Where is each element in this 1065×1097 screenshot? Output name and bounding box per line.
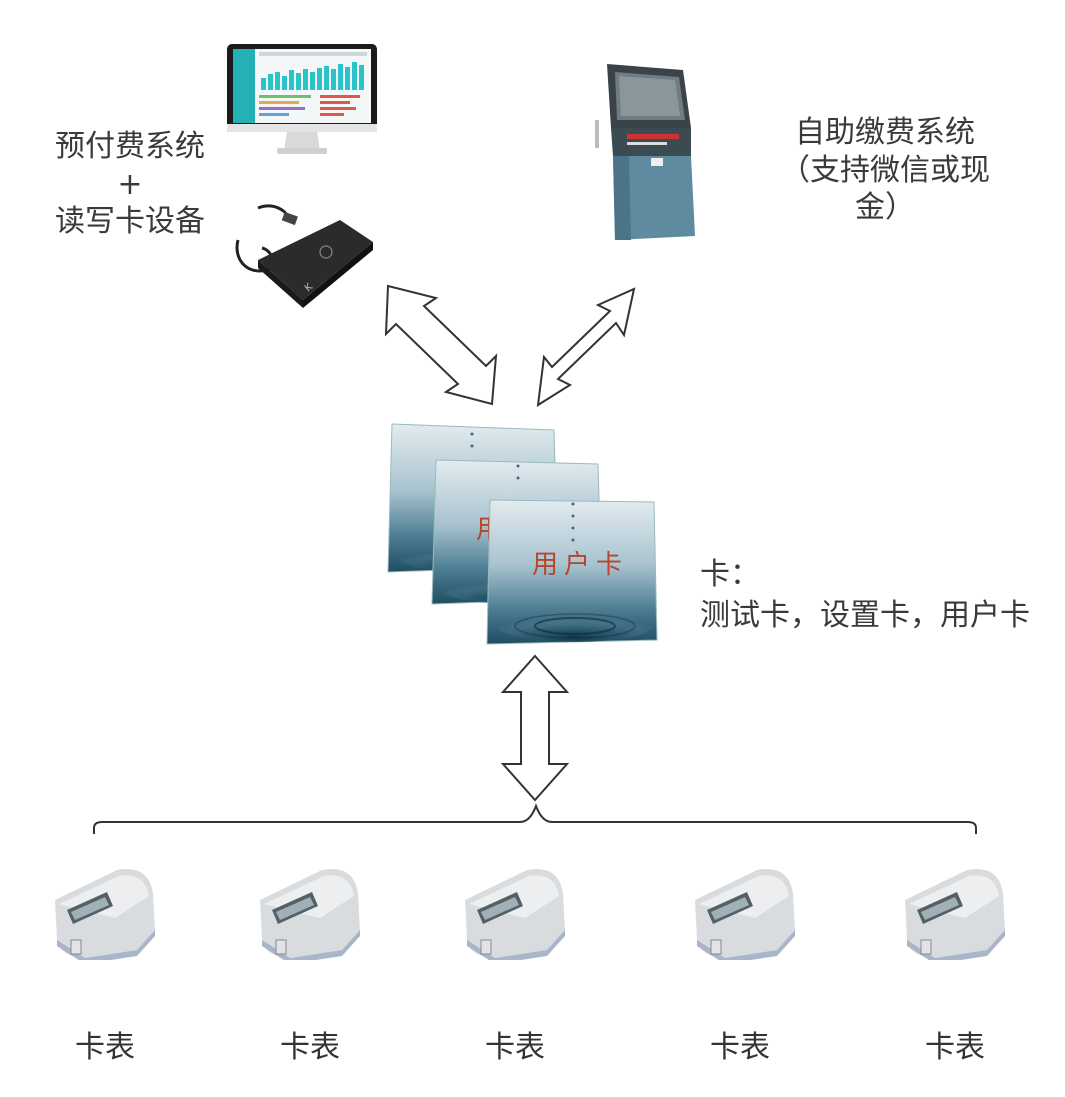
self-service-kiosk-icon [595,64,695,240]
plus-sign: + [117,166,143,202]
card-front: 用户卡 [486,499,658,645]
double-arrow-right-diagonal [536,287,636,407]
card-meter-icon [55,869,155,960]
meter-label: 卡表 [710,1030,770,1065]
card-types-title: 卡： [700,557,760,592]
meter-label: 卡表 [485,1030,545,1065]
prepaid-system-line1: 预付费系统 [55,129,205,164]
double-arrow-left-diagonal [384,284,498,406]
card-reader-line: 读写卡设备 [55,204,205,239]
card-meter-icon [260,869,360,960]
card-reader-device-icon: K [235,204,373,308]
prepaid-system-label: 预付费系统 + 读写卡设备 [40,128,220,241]
card-meter-icon [695,869,795,960]
card-types-list: 测试卡，设置卡，用户卡 [700,597,1030,633]
card-front-text: 用户卡 [532,550,628,580]
meters-brace [93,803,977,834]
card-meter-icon [465,869,565,960]
self-payment-system-label: 自助缴费系统 （支持微信或现金） [760,114,1010,227]
card-stack: 用 用户卡 [387,423,658,645]
card-meter-icon [905,869,1005,960]
meter-label: 卡表 [280,1030,340,1065]
meter-label: 卡表 [75,1030,135,1065]
self-payment-line2: （支持微信或现金） [780,152,990,226]
double-arrow-vertical [500,654,570,802]
meters-row [0,855,1065,965]
computer-monitor-icon [227,44,377,154]
meter-label: 卡表 [925,1030,985,1065]
card-types-label: 卡： 测试卡，设置卡，用户卡 [700,555,1060,636]
self-payment-line1: 自助缴费系统 [795,115,975,150]
